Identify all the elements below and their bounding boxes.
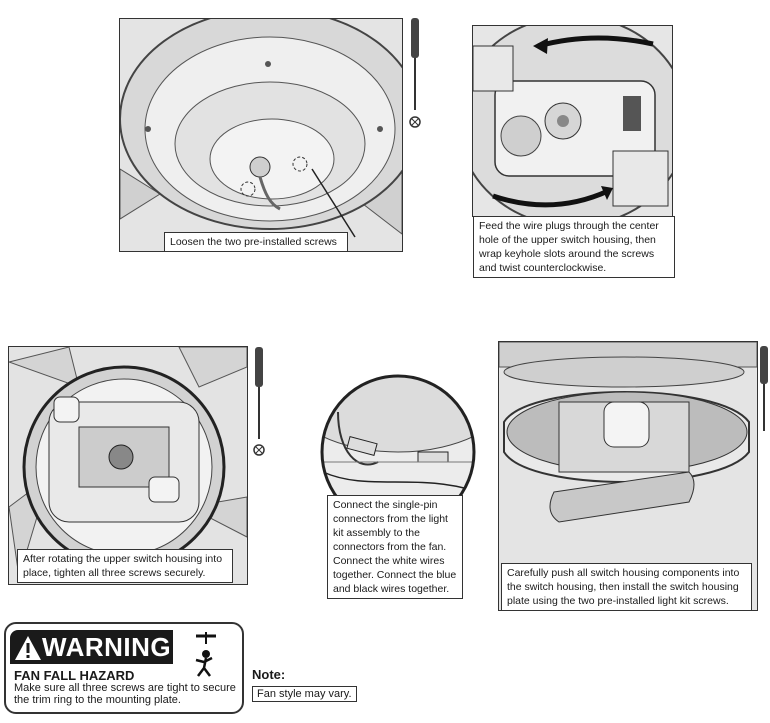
hazard-title: FAN FALL HAZARD xyxy=(14,668,135,683)
phillips-screw-icon xyxy=(409,116,421,128)
screwdriver-icon xyxy=(255,347,263,439)
note-label: Note: xyxy=(252,667,286,682)
fan-motor-bottom-illustration xyxy=(120,19,402,251)
warning-label: WARNING xyxy=(42,632,172,662)
trim-ring-illustration xyxy=(9,347,247,584)
warning-triangle-icon xyxy=(15,636,41,660)
illustration-loosen-screws xyxy=(119,18,403,252)
screwdriver-icon xyxy=(760,346,768,431)
caption-step-3: After rotating the upper switch housing … xyxy=(17,549,233,583)
illustration-switch-housing xyxy=(472,25,673,217)
caption-step-5: Carefully push all switch housing compon… xyxy=(501,563,752,611)
caption-step-1: Loosen the two pre-installed screws xyxy=(164,232,348,252)
caption-step-4: Connect the single-pin connectors from t… xyxy=(327,495,463,599)
phillips-screw-icon xyxy=(253,444,265,456)
note-text: Fan style may vary. xyxy=(252,686,357,702)
warning-banner: WARNING xyxy=(10,630,173,664)
hazard-text: Make sure all three screws are tight to … xyxy=(14,682,236,706)
warning-box: WARNING FAN FALL HAZARD Make sure all th… xyxy=(4,622,244,714)
switch-housing-illustration xyxy=(473,26,672,216)
caption-step-2: Feed the wire plugs through the center h… xyxy=(473,216,675,278)
screwdriver-icon xyxy=(411,18,419,110)
illustration-tighten-screws xyxy=(8,346,248,585)
falling-fan-person-icon xyxy=(195,632,216,677)
